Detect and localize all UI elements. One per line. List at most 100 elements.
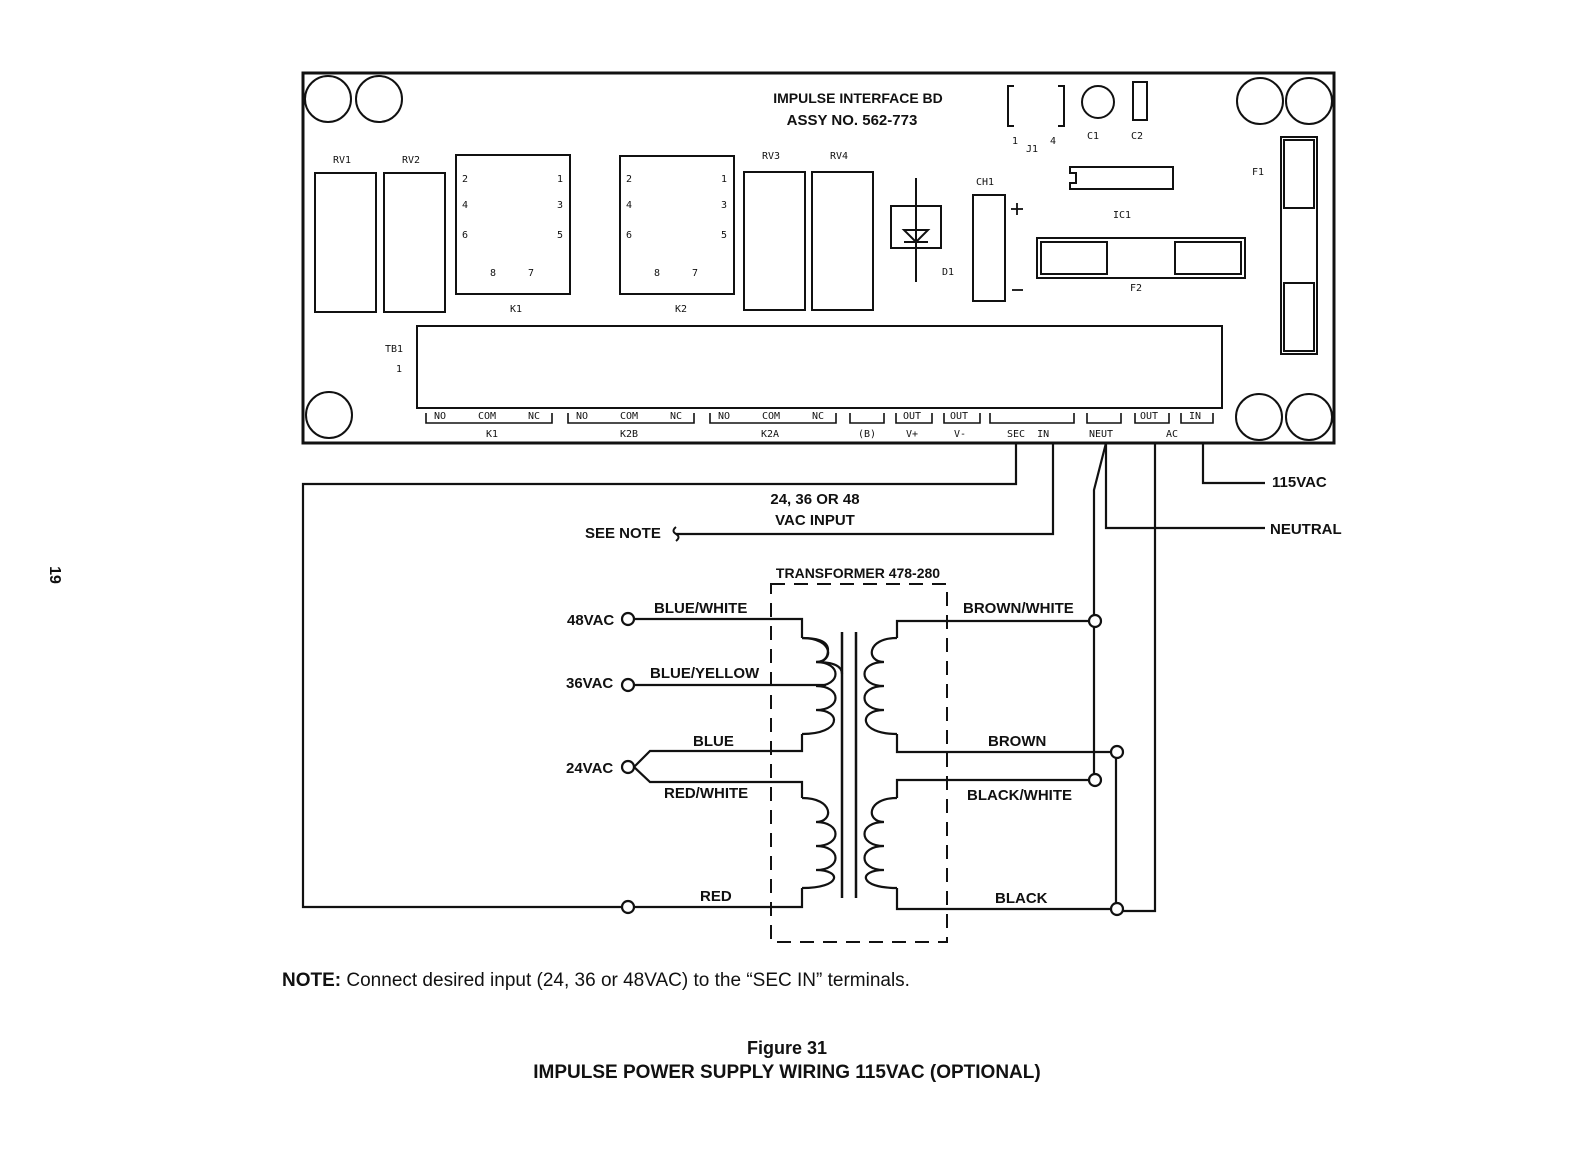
d1-label: D1 [942,267,954,278]
note: NOTE: Connect desired input (24, 36 or 4… [282,970,910,992]
rv1-component [314,172,377,313]
rv4-component [811,171,874,311]
field-wires [301,442,1265,913]
rv4-label: RV4 [830,151,848,162]
rv1-label: RV1 [333,155,351,166]
j1-connector [1007,85,1065,127]
transformer-outline [770,583,948,943]
terminal-label: OUT [950,411,968,422]
k1-pin: 1 [557,174,563,185]
k2-label: K2 [675,304,687,315]
secondary-leads [633,617,826,909]
k1-label: K1 [510,304,522,315]
j1-pin1-label: 1 [1012,136,1018,147]
c2-label: C2 [1131,131,1143,142]
secondary-coils [801,636,844,890]
wire-blue-yellow: BLUE/YELLOW [650,665,760,682]
k2-pin: 4 [626,200,632,211]
tb1-label: TB1 [385,344,403,355]
wire-blue: BLUE [693,733,734,750]
figure-number: Figure 31 [746,1038,828,1058]
terminal-label: NO [576,411,588,422]
wire-red: RED [700,888,732,905]
k1-pin: 4 [462,200,468,211]
rv3-label: RV3 [762,151,780,162]
wire-brown: BROWN [988,733,1046,750]
j1-label: J1 [1026,144,1038,155]
neutral-label: NEUTRAL [1270,521,1342,538]
k1-pin: 6 [462,230,468,241]
group-label: K1 [486,429,498,440]
terminal-label: NC [812,411,824,422]
ch1-component [972,194,1006,302]
relay-k1 [455,154,571,295]
k2-pin: 8 [654,268,660,279]
terminal-brackets [425,413,1214,424]
k2-pin: 3 [721,200,727,211]
wire-blue-white: BLUE/WHITE [654,600,747,617]
figure-title: IMPULSE POWER SUPPLY WIRING 115VAC (OPTI… [533,1062,1041,1083]
k1-pin: 5 [557,230,563,241]
wire-black: BLACK [995,890,1048,907]
fuse-f1 [1280,136,1318,355]
f1-label: F1 [1252,167,1264,178]
ic1-component [1069,166,1174,190]
circuit-board [301,71,1336,445]
transformer-title: TRANSFORMER 478-280 [776,565,940,581]
k2-pin: 2 [626,174,632,185]
rv3-component [743,171,806,311]
primary-coils [863,636,898,890]
k2-pin: 6 [626,230,632,241]
wire-black-white: BLACK/WHITE [967,787,1072,804]
terminal-label: IN [1189,411,1201,422]
j1-pin4-label: 4 [1050,136,1056,147]
board-title: IMPULSE INTERFACE BD [773,90,943,106]
k1-pin: 3 [557,200,563,211]
terminal-label: OUT [903,411,921,422]
fuse-f2 [1036,237,1246,279]
c2-component [1132,81,1148,121]
see-note-label: SEE NOTE [585,525,661,542]
wire-terminals [620,611,1125,917]
wire-red-white: RED/WHITE [664,785,748,802]
terminal-block-tb1 [416,325,1223,409]
f2-label: F2 [1130,283,1142,294]
primary-leads [895,619,1118,911]
group-label: (B) [858,429,876,440]
note-label: NOTE: [282,970,342,991]
k1-pin: 7 [528,268,534,279]
c1-component [1081,85,1115,119]
board-assy: ASSY NO. 562-773 [787,112,918,129]
k2-pin: 7 [692,268,698,279]
rv2-component [383,172,446,313]
terminal-label: COM [478,411,496,422]
terminal-label: NO [434,411,446,422]
group-label: SEC IN [1007,429,1049,440]
k1-pin: 2 [462,174,468,185]
c1-label: C1 [1087,131,1099,142]
group-label: K2A [761,429,779,440]
terminal-label: OUT [1140,411,1158,422]
tb1-pin-label: 1 [396,364,402,375]
terminal-label: COM [762,411,780,422]
rv2-label: RV2 [402,155,420,166]
ch1-label: CH1 [976,177,994,188]
group-label: V- [954,429,966,440]
diode-d1 [890,178,942,282]
terminal-label: NC [670,411,682,422]
input-label-line1: 24, 36 OR 48 [770,491,859,508]
k1-pin: 8 [490,268,496,279]
group-label: V+ [906,429,918,440]
terminal-label: COM [620,411,638,422]
group-label: AC [1166,429,1178,440]
group-label: NEUT [1089,429,1113,440]
tap-36vac: 36VAC [566,675,613,692]
relay-k2 [619,155,735,295]
note-text: Connect desired input (24, 36 or 48VAC) … [346,970,910,991]
terminal-label: NO [718,411,730,422]
page-number: 19 [46,566,63,584]
input-label-line2: VAC INPUT [775,512,855,529]
ic1-label: IC1 [1113,210,1131,221]
k2-pin: 1 [721,174,727,185]
